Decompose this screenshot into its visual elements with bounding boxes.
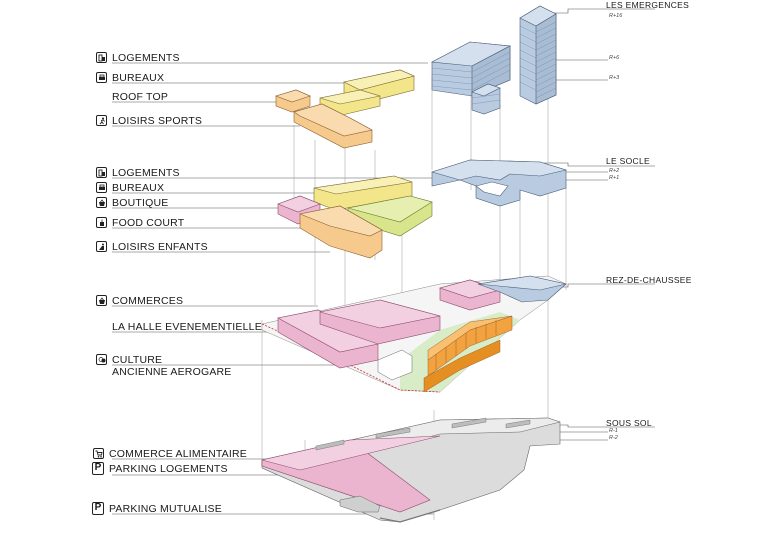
emergences-floor-lines — [431, 21, 557, 105]
office-printer-icon — [96, 182, 107, 193]
label-bureaux-top: BUREAUX — [112, 72, 165, 84]
level-rm1: R-1 — [609, 428, 618, 434]
rdc-level — [261, 275, 567, 393]
level-r1: R+1 — [609, 175, 620, 181]
culture-masks-icon — [96, 354, 107, 365]
socle-offices — [313, 175, 413, 211]
rooftop-block — [319, 69, 415, 117]
socle-block — [430, 159, 568, 207]
label-halle-evenementielle: LA HALLE EVENEMENTIELLE — [112, 321, 262, 333]
label-culture: CULTURE — [112, 354, 163, 366]
label-parking-logements: PARKING LOGEMENTS — [109, 463, 228, 475]
parking-icon: P — [92, 462, 104, 475]
level-r16: R+16 — [609, 13, 623, 19]
level-rm2: R-2 — [609, 435, 618, 441]
label-le-socle: LE SOCLE — [606, 156, 650, 166]
label-sous-sol: SOUS SOL — [606, 418, 652, 428]
office-printer-icon — [96, 72, 107, 83]
label-loisirs-sports: LOISIRS SPORTS — [112, 115, 203, 127]
food-cup-icon — [96, 217, 107, 228]
level-r6: R+6 — [609, 55, 620, 61]
shopping-basket-icon — [96, 197, 107, 208]
label-logements-top: LOGEMENTS — [112, 52, 180, 64]
apartment-icon — [96, 167, 107, 178]
label-boutique: BOUTIQUE — [112, 197, 169, 209]
sports-block — [275, 89, 373, 149]
parking-icon: P — [92, 502, 104, 515]
child-play-icon — [96, 241, 107, 252]
label-commerces: COMMERCES — [112, 295, 184, 307]
shopping-basket-icon — [96, 295, 107, 306]
label-food-court: FOOD COURT — [112, 217, 185, 229]
label-bureaux-socle: BUREAUX — [112, 182, 165, 194]
running-person-icon — [96, 115, 107, 126]
label-logements-socle: LOGEMENTS — [112, 167, 180, 179]
sous-sol-level — [261, 417, 561, 523]
shopping-cart-icon — [93, 448, 104, 459]
label-roof-top: ROOF TOP — [112, 91, 169, 103]
label-parking-mutualise: PARKING MUTUALISE — [109, 503, 222, 515]
apartment-icon — [96, 52, 107, 63]
food-court-block — [298, 205, 383, 259]
label-les-emergences: LES EMERGENCES — [606, 0, 690, 10]
level-r3: R+3 — [609, 75, 620, 81]
label-ancienne-aerogare: ANCIENNE AEROGARE — [112, 366, 232, 378]
emergences-block — [430, 5, 557, 115]
label-loisirs-enfants: LOISIRS ENFANTS — [112, 241, 208, 253]
label-commerce-alimentaire: COMMERCE ALIMENTAIRE — [109, 448, 247, 460]
label-rez-de-chaussee: REZ-DE-CHAUSSEE — [606, 275, 692, 285]
level-r2: R+2 — [609, 168, 620, 174]
